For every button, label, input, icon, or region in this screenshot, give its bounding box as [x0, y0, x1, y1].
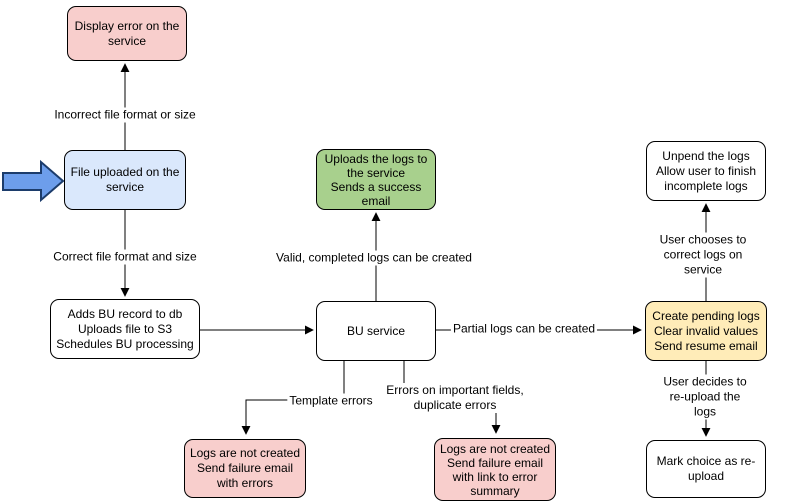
edge-label-partial-logs: Partial logs can be created: [450, 321, 598, 337]
node-display-error: Display error on the service: [67, 6, 187, 61]
node-bu-service: BU service: [316, 301, 436, 361]
edge-label-template-errors: Template errors: [287, 393, 375, 409]
edge-label-valid-logs: Valid, completed logs can be created: [274, 250, 474, 266]
entry-arrow-icon: [2, 159, 65, 203]
node-file-uploaded: File uploaded on the service: [64, 150, 186, 210]
node-unpend-logs: Unpend the logs Allow user to finish inc…: [646, 141, 766, 201]
node-logs-not-created-failure-errors: Logs are not created Send failure email …: [184, 439, 306, 498]
edge-label-choose-correct: User chooses to correct logs on service: [654, 232, 752, 278]
edge-label-reupload: User decides to re-upload the logs: [657, 374, 753, 420]
node-logs-not-created-error-summary: Logs are not created Send failure email …: [434, 438, 556, 501]
node-adds-bu-record: Adds BU record to db Uploads file to S3 …: [50, 299, 200, 359]
node-create-pending-logs: Create pending logs Clear invalid values…: [645, 301, 767, 361]
node-mark-choice-reupload: Mark choice as re-upload: [646, 440, 766, 498]
edge-label-incorrect-format: Incorrect file format or size: [52, 107, 198, 123]
edge-label-important-field-errors: Errors on important fields, duplicate er…: [384, 383, 526, 413]
node-uploads-logs-success: Uploads the logs to the service Sends a …: [316, 149, 436, 210]
edge-label-correct-format: Correct file format and size: [51, 249, 199, 265]
